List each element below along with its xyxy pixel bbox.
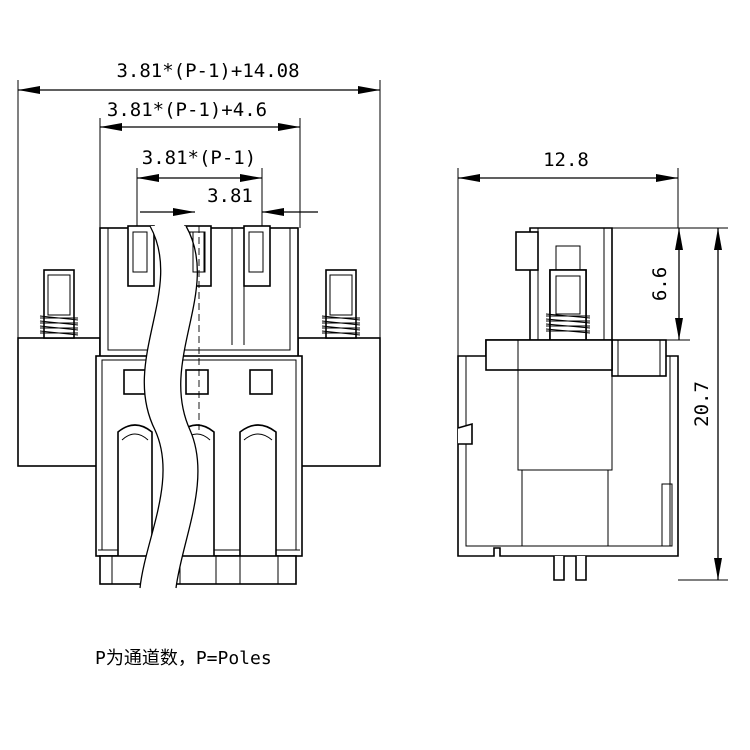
left-screw bbox=[39, 269, 79, 339]
left-flange bbox=[17, 337, 101, 467]
dim-overall-label: 3.81*(P-1)+14.08 bbox=[116, 60, 299, 82]
dim-height-label: 20.7 bbox=[691, 381, 713, 427]
poles-note: P为通道数，P=Poles bbox=[95, 648, 272, 669]
dim-pitch-label: 3.81 bbox=[207, 185, 253, 207]
dim-top-label: 6.6 bbox=[649, 267, 671, 301]
dim-pins-label: 3.81*(P-1) bbox=[142, 147, 256, 169]
break-lines bbox=[139, 225, 199, 589]
dim-depth-label: 12.8 bbox=[543, 149, 589, 171]
dim-body-label: 3.81*(P-1)+4.6 bbox=[107, 99, 267, 121]
right-flange bbox=[297, 337, 381, 467]
front-view: 3.81*(P-1)+14.08 3.81*(P-1)+4.6 3.81*(P-… bbox=[17, 60, 381, 589]
wire-windows bbox=[123, 369, 273, 395]
bottom-feet bbox=[99, 555, 297, 585]
side-view: 12.8 6.6 20.7 bbox=[457, 149, 728, 581]
side-screw bbox=[545, 269, 591, 341]
right-screw bbox=[321, 269, 361, 339]
